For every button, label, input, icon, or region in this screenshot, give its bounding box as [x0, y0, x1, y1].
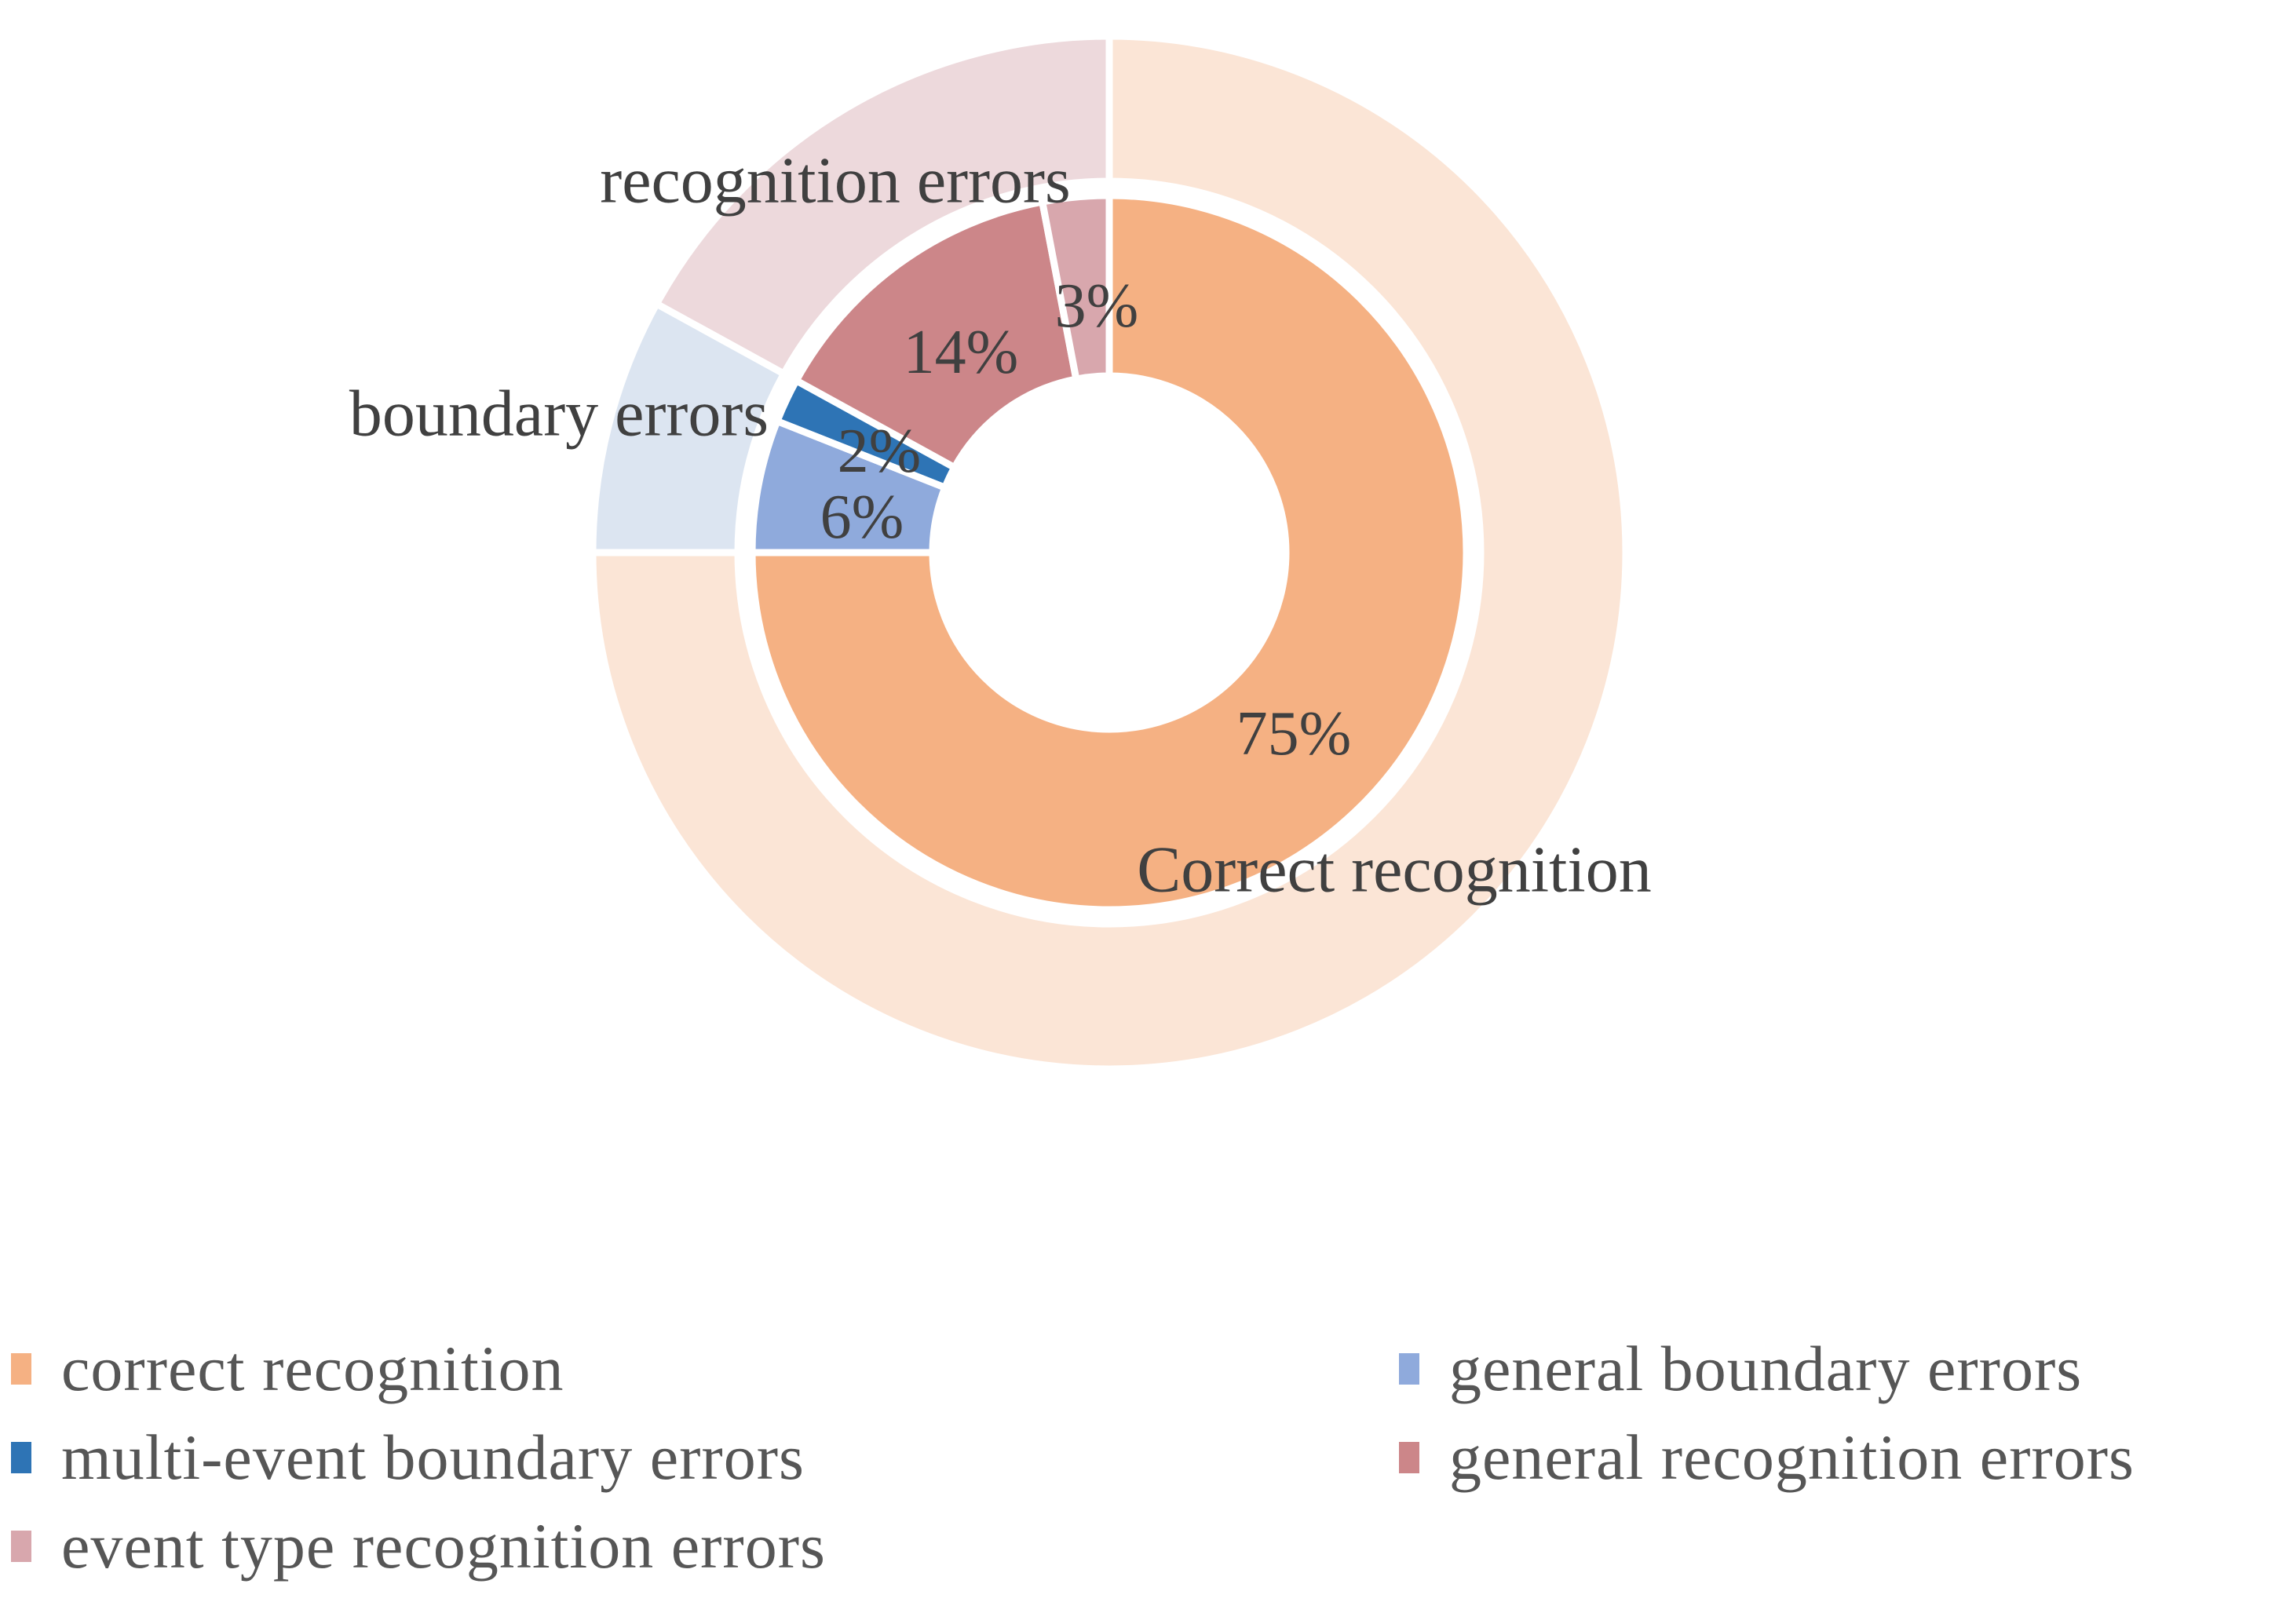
- legend-label-event-type-recognition-errors: event type recognition errors: [61, 1510, 826, 1582]
- inner-wedge-event-type-recognition-errors: [1039, 192, 1113, 383]
- legend-swatch-correct-recognition: [11, 1353, 31, 1385]
- legend-item-correct-recognition: correct recognition: [11, 1326, 564, 1412]
- legend-label-correct-recognition: correct recognition: [61, 1333, 564, 1404]
- legend-swatch-event-type-recognition-errors: [11, 1531, 31, 1562]
- inner-percent-label-general-recognition-errors: 14%: [904, 318, 1019, 387]
- legend-item-general-boundary-errors: general boundary errors: [1399, 1326, 2082, 1412]
- legend-item-event-type-recognition-errors: event type recognition errors: [11, 1503, 826, 1589]
- inner-wedge-correct-recognition: [748, 192, 1470, 914]
- outer-ring-label-correct-recognition: Correct recognition: [1137, 834, 1651, 907]
- inner-percent-label-multi-event-boundary-errors: 2%: [838, 417, 922, 486]
- legend-label-general-boundary-errors: general boundary errors: [1449, 1333, 2083, 1404]
- inner-percent-label-event-type-recognition-errors: 3%: [1055, 272, 1139, 341]
- inner-wedge-general-recognition-errors: [792, 198, 1080, 472]
- outer-ring-label-boundary-errors: boundary errors: [349, 378, 769, 451]
- legend-label-multi-event-boundary-errors: multi-event boundary errors: [61, 1421, 805, 1493]
- outer-wedge-recognition-errors: [652, 32, 1113, 378]
- legend-item-multi-event-boundary-errors: multi-event boundary errors: [11, 1414, 805, 1501]
- outer-wedge-correct-recognition: [589, 32, 1630, 1073]
- legend-swatch-multi-event-boundary-errors: [11, 1442, 31, 1473]
- legend-item-general-recognition-errors: general recognition errors: [1399, 1414, 2135, 1501]
- inner-percent-label-general-boundary-errors: 6%: [820, 483, 904, 552]
- legend-swatch-general-recognition-errors: [1399, 1442, 1419, 1473]
- outer-ring-label-recognition-errors: recognition errors: [600, 144, 1070, 217]
- legend-label-general-recognition-errors: general recognition errors: [1449, 1421, 2135, 1493]
- inner-percent-label-correct-recognition: 75%: [1236, 699, 1352, 768]
- legend-swatch-general-boundary-errors: [1399, 1353, 1419, 1385]
